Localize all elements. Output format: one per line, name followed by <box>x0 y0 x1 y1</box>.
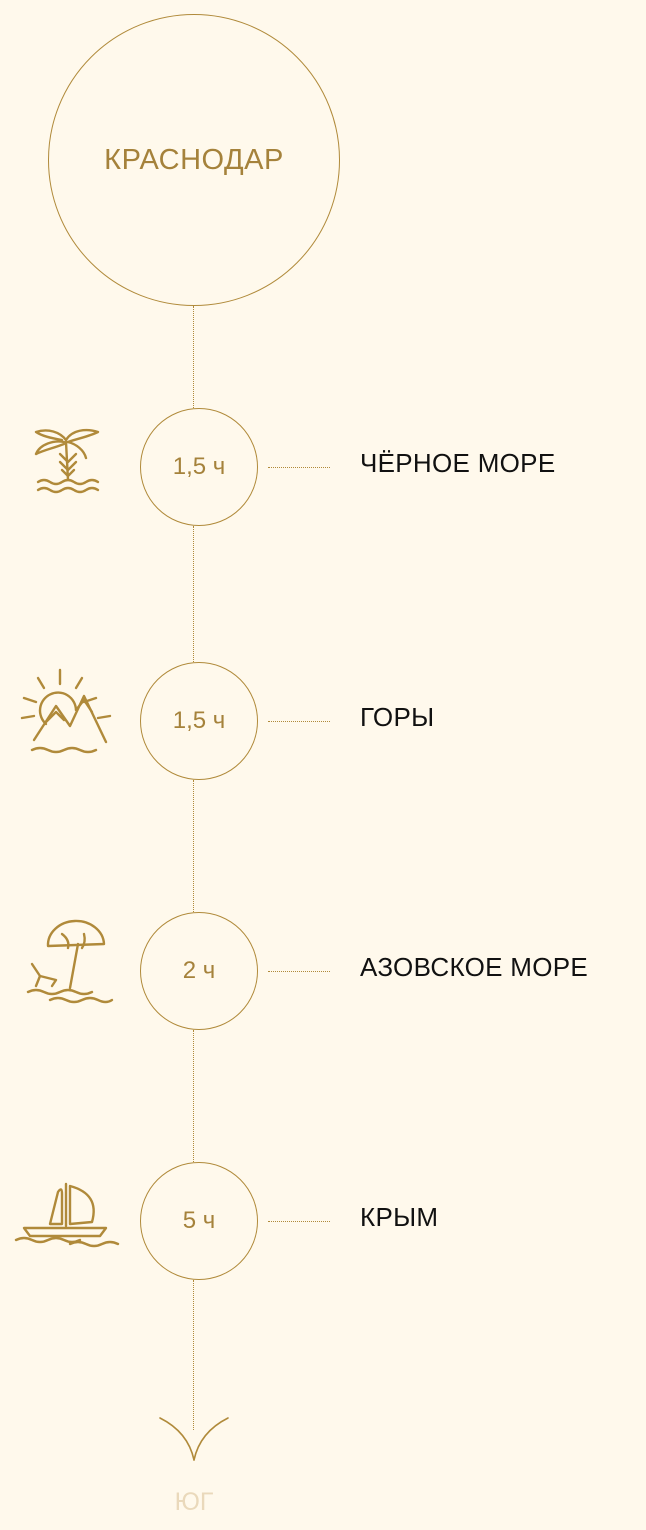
connector-line <box>268 721 330 722</box>
destination-row: 5 ч КРЫМ <box>0 1162 646 1282</box>
beach-umbrella-icon <box>10 914 120 1024</box>
destination-row: 1,5 ч ЧЁРНОЕ МОРЕ <box>0 408 646 528</box>
connector-line <box>268 1221 330 1222</box>
travel-time: 1,5 ч <box>172 453 226 480</box>
sailboat-icon <box>10 1164 120 1274</box>
palm-tree-icon <box>10 410 120 520</box>
destination-row: 2 ч АЗОВСКОЕ МОРЕ <box>0 912 646 1032</box>
arrow-down-icon <box>158 1410 230 1470</box>
travel-time-circle: 5 ч <box>140 1162 258 1280</box>
travel-time: 5 ч <box>182 1207 216 1234</box>
travel-time-circle: 1,5 ч <box>140 408 258 526</box>
destination-name: ЧЁРНОЕ МОРЕ <box>360 448 556 478</box>
travel-time-circle: 1,5 ч <box>140 662 258 780</box>
route-line-segment <box>193 526 194 662</box>
route-line-segment <box>193 306 194 418</box>
destination-name: ГОРЫ <box>360 702 435 732</box>
mountains-sun-icon <box>10 664 120 774</box>
destination-name: КРЫМ <box>360 1202 439 1232</box>
destination-row: 1,5 ч ГОРЫ <box>0 662 646 782</box>
route-line-segment <box>193 780 194 912</box>
connector-line <box>268 467 330 468</box>
direction-label: ЮГ <box>174 1488 214 1516</box>
origin-circle: КРАСНОДАР <box>48 14 340 306</box>
travel-time-circle: 2 ч <box>140 912 258 1030</box>
route-line-segment <box>193 1030 194 1162</box>
route-line-segment <box>193 1280 194 1430</box>
destination-name: АЗОВСКОЕ МОРЕ <box>360 952 589 982</box>
origin-label: КРАСНОДАР <box>104 143 284 176</box>
connector-line <box>268 971 330 972</box>
travel-time: 1,5 ч <box>172 707 226 734</box>
travel-time: 2 ч <box>182 957 216 984</box>
